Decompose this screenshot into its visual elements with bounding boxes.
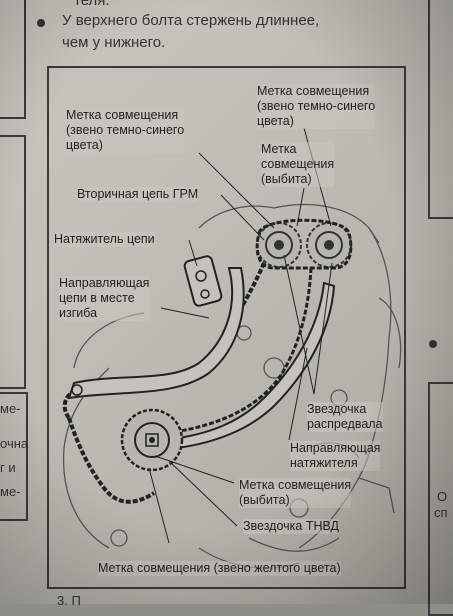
pump-sprocket-icon (120, 408, 184, 472)
label-mark-dark-blue-left: Метка совмещения (звено темно-синего цве… (66, 108, 185, 153)
label-pump-sprocket: Звездочка ТНВД (243, 519, 340, 534)
chain-tensioner-icon (183, 255, 223, 307)
left-box-middle (0, 135, 26, 389)
label-secondary-chain: Вторичная цепь ГРМ (77, 187, 199, 202)
camshaft-sprocket-right-icon (306, 222, 352, 268)
bullet-text-line-2: чем у нижнего. (62, 34, 166, 51)
label-chain-tensioner: Натяжитель цепи (54, 232, 155, 247)
bottom-fragment: 3. П (57, 593, 81, 608)
label-mark-yellow: Метка совмещения (звено желтого цвета) (98, 561, 341, 576)
left-margin-text-1: ме- (0, 401, 21, 416)
left-box-bottom (0, 392, 28, 521)
top-fragment: теля. (74, 0, 110, 9)
bullet-text-line-1: У верхнего болта стержень длиннее, (62, 12, 320, 29)
right-bullet-icon (429, 340, 437, 348)
label-mark-punched-bottom: Метка совмещения (выбита) (239, 478, 352, 508)
guide-bolt-icon (71, 384, 83, 396)
leader-lines (148, 127, 333, 544)
timing-chain-figure: Метка совмещения (звено темно-синего цве… (47, 66, 406, 589)
main-chain-lower (67, 417, 156, 504)
engine-drawing (62, 127, 402, 569)
left-margin-text-2: очна (0, 436, 29, 451)
label-mark-punched-top: Метка совмещения (выбита) (261, 142, 335, 187)
main-chain-inner (168, 267, 313, 435)
label-cam-sprocket: Звездочка распредвала (307, 402, 383, 432)
label-mark-dark-blue-right: Метка совмещения (звено темно-синего цве… (257, 84, 376, 129)
secondary-chain-loop (255, 218, 353, 270)
bullet-icon (37, 19, 45, 27)
left-margin-text-3: г и (0, 460, 16, 475)
left-box-top (0, 0, 26, 119)
right-box-top (428, 0, 453, 219)
right-margin-text-2: сп (434, 505, 448, 520)
right-margin-text-1: О (437, 489, 448, 504)
label-tensioner-guide: Направляющая натяжителя (290, 441, 381, 471)
label-guide-at-bend: Направляющая цепи в месте изгиба (59, 276, 150, 321)
chain-guide-bend (67, 267, 245, 400)
camshaft-sprocket-left-icon (256, 222, 302, 268)
left-margin-text-4: ме- (0, 484, 21, 499)
